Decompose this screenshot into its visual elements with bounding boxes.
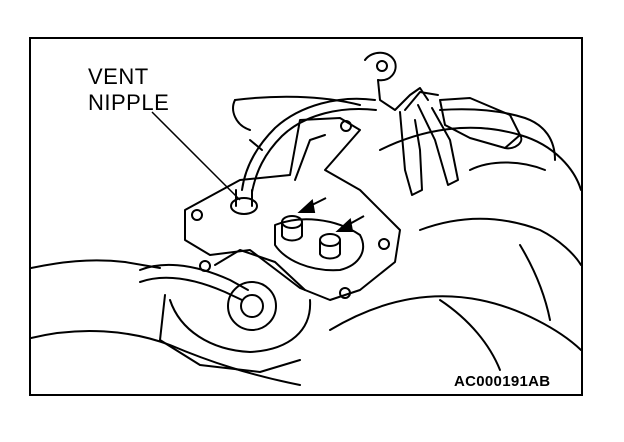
vent-hose-inner xyxy=(251,108,377,193)
lower-body-side xyxy=(214,249,306,291)
cover-plate xyxy=(184,117,401,301)
engine-body-curve xyxy=(329,295,581,351)
vent-hose-outer xyxy=(241,97,376,191)
cable-loop xyxy=(364,51,397,82)
lower-port-outer xyxy=(227,281,277,331)
vent-nipple-tube xyxy=(235,189,253,207)
engine-rib-1 xyxy=(439,299,501,371)
cable-plug xyxy=(439,97,521,149)
engine-top-left xyxy=(232,99,251,131)
cable-loop-hole xyxy=(376,60,388,72)
vent-nipple-base xyxy=(230,197,258,215)
lower-block xyxy=(159,294,301,373)
arrow-icon xyxy=(297,199,316,213)
engine-body-right xyxy=(379,126,581,191)
cable-plug-end xyxy=(504,134,523,150)
lower-hose-outer xyxy=(139,263,249,291)
bolt xyxy=(340,120,352,132)
clip-body xyxy=(377,79,429,111)
hose-clamp xyxy=(249,139,263,151)
callout-line-1: VENT xyxy=(88,64,149,89)
engine-rib-2 xyxy=(519,244,551,321)
lower-hose-inner xyxy=(139,276,243,301)
plug-top xyxy=(319,233,341,247)
callout-line-2: NIPPLE xyxy=(88,90,170,115)
engine-top-arc xyxy=(234,95,361,106)
figure-id-label: AC000191AB xyxy=(452,373,553,390)
bolt xyxy=(378,238,390,250)
lower-body xyxy=(169,299,312,353)
plug-body xyxy=(319,239,341,260)
engine-right-arc xyxy=(439,108,556,161)
engine-body-right-lower xyxy=(419,217,581,266)
callout-leader xyxy=(151,111,241,201)
bolt xyxy=(339,287,351,299)
bolt xyxy=(191,209,203,221)
engine-right-inner xyxy=(469,161,546,171)
engine-outline-left xyxy=(31,259,161,269)
clip-jaw-right xyxy=(417,104,459,186)
cover-plate-bracket xyxy=(294,134,326,181)
clip-jaw-left xyxy=(399,111,423,196)
lower-port-inner xyxy=(240,294,264,318)
engine-outline-bottom xyxy=(31,329,301,386)
vent-nipple-callout: VENT NIPPLE xyxy=(88,64,169,116)
arrow-icon xyxy=(335,218,354,232)
plug-body xyxy=(281,221,303,242)
clip-spring xyxy=(404,91,439,111)
cover-plate-inner xyxy=(274,218,365,272)
